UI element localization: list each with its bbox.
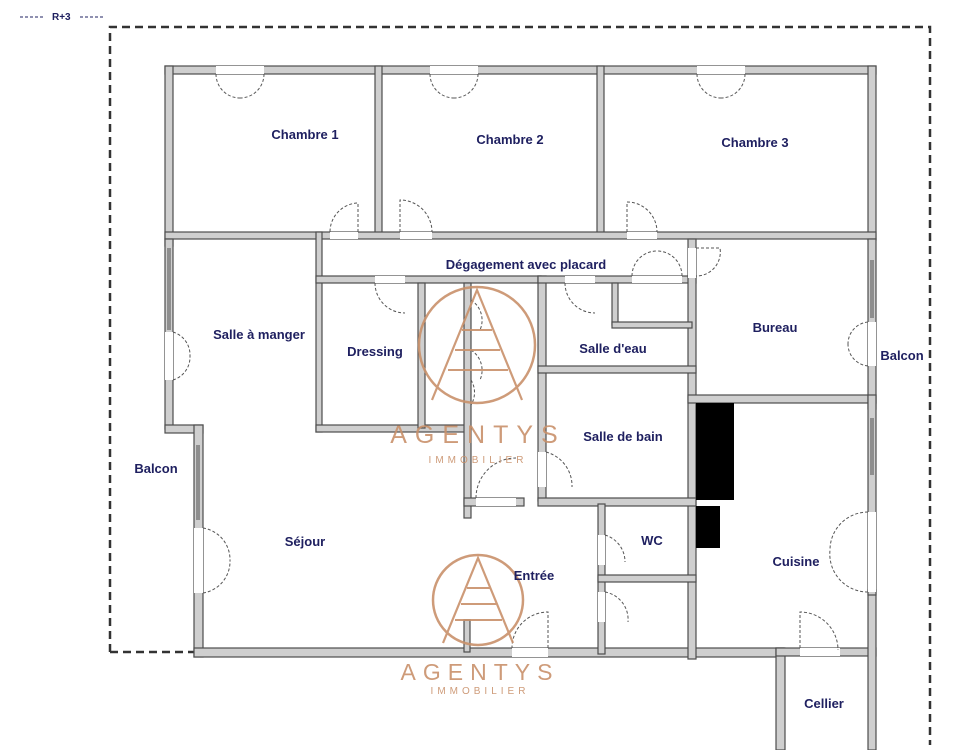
room-balcon-left: Balcon bbox=[134, 461, 177, 476]
windows bbox=[167, 248, 874, 520]
shaft-2 bbox=[696, 506, 720, 548]
room-salle-de-bain: Salle de bain bbox=[583, 429, 663, 444]
room-entree: Entrée bbox=[514, 568, 554, 583]
walls bbox=[164, 65, 877, 750]
watermark-top: AGENTYS IMMOBILIER bbox=[390, 285, 565, 466]
watermark-brand-top: AGENTYS bbox=[390, 421, 565, 449]
watermark-sub-top: IMMOBILIER bbox=[429, 455, 528, 466]
room-cuisine: Cuisine bbox=[773, 554, 820, 569]
watermark-brand-bottom: AGENTYS bbox=[401, 659, 560, 685]
room-chambre-2: Chambre 2 bbox=[476, 132, 543, 147]
watermark-bottom: AGENTYS IMMOBILIER bbox=[401, 553, 560, 697]
room-chambre-3: Chambre 3 bbox=[721, 135, 788, 150]
room-bureau: Bureau bbox=[753, 320, 798, 335]
shaft-1 bbox=[696, 403, 734, 500]
room-labels: Chambre 1 Chambre 2 Chambre 3 Dégagement… bbox=[134, 127, 923, 711]
floor-label: R+3 bbox=[52, 12, 71, 23]
room-sejour: Séjour bbox=[285, 534, 325, 549]
room-salle-deau: Salle d'eau bbox=[579, 341, 646, 356]
floor-tag: R+3 bbox=[20, 12, 104, 23]
room-balcon-right: Balcon bbox=[880, 348, 923, 363]
room-wc: WC bbox=[641, 533, 663, 548]
terrace-outline bbox=[108, 25, 932, 745]
room-chambre-1: Chambre 1 bbox=[271, 127, 338, 142]
watermark-sub-bottom: IMMOBILIER bbox=[431, 686, 530, 697]
room-degagement: Dégagement avec placard bbox=[446, 257, 606, 272]
room-salle-a-manger: Salle à manger bbox=[213, 327, 305, 342]
room-dressing: Dressing bbox=[347, 344, 403, 359]
room-cellier: Cellier bbox=[804, 696, 844, 711]
